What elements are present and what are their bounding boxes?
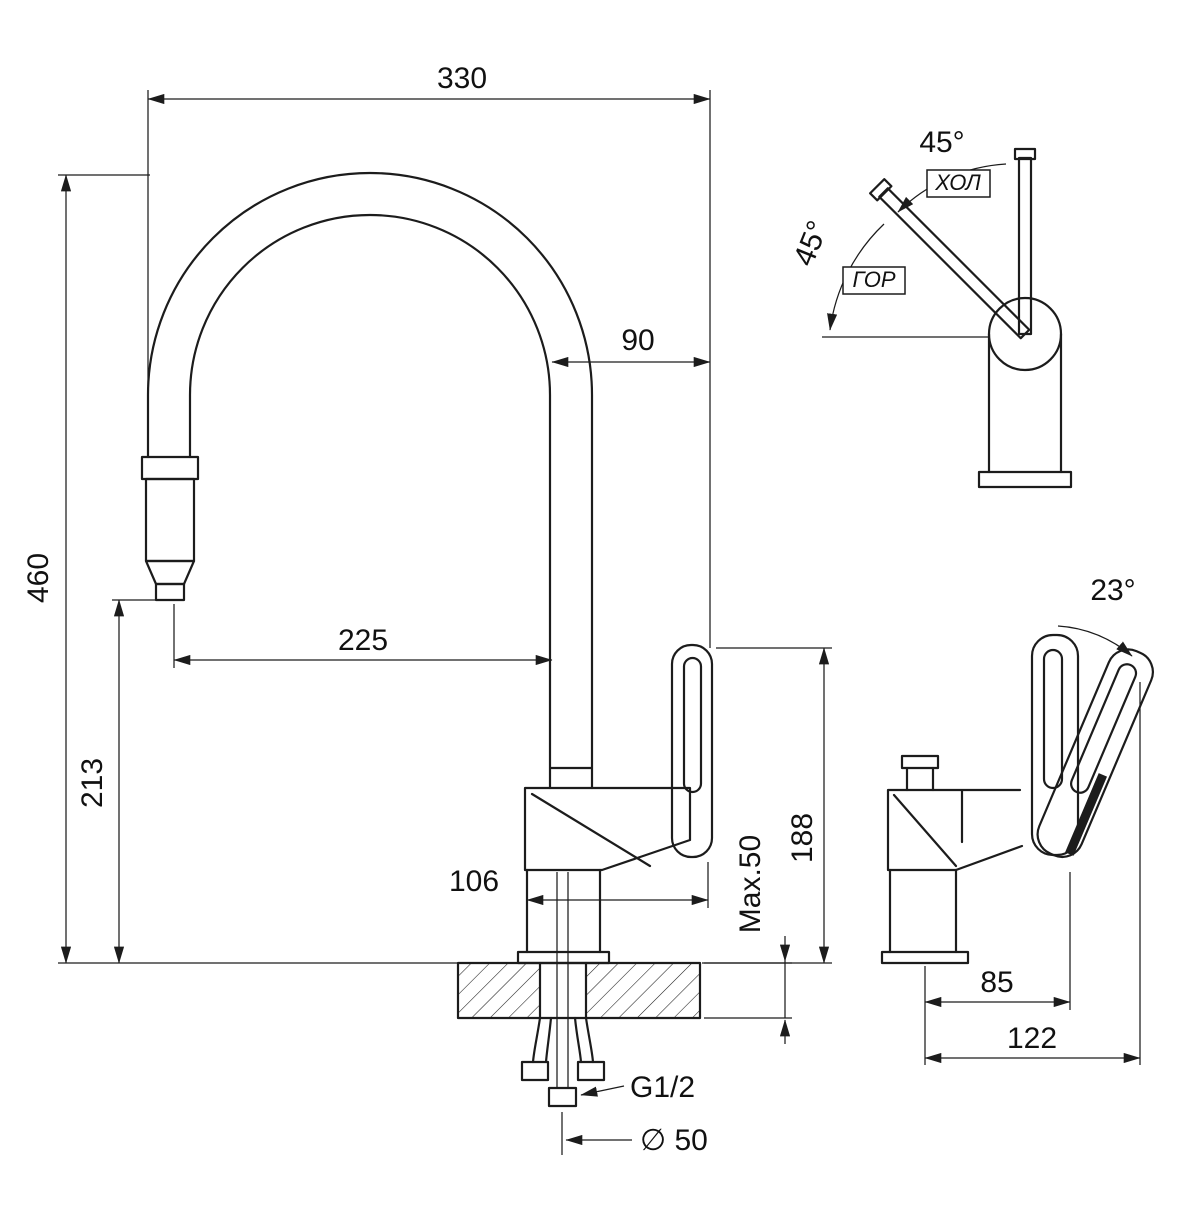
sv-handle-tilted-slot <box>1070 663 1138 794</box>
base-column <box>525 868 602 954</box>
hose-lines <box>531 1016 595 1064</box>
lever-vertical-shaft <box>1017 156 1033 336</box>
dim-122-label: 122 <box>1007 1022 1057 1055</box>
handle-slot <box>682 656 703 794</box>
angle-45-top-label: 45° <box>919 126 964 159</box>
dim-460: 460 <box>22 174 458 964</box>
cold-label: ХОЛ <box>934 170 981 195</box>
dim-188-label: 188 <box>786 813 819 863</box>
hot-label: ГОР <box>852 267 895 292</box>
handle-outline <box>670 643 714 859</box>
counter-hatch-right <box>586 963 700 1018</box>
sv-base-flange <box>880 950 970 965</box>
dim-122: 122 <box>924 682 1141 1065</box>
label-cold: ХОЛ <box>926 169 991 198</box>
valve-body <box>523 786 692 872</box>
leader-g12-line <box>580 1085 625 1097</box>
dim-106-label: 106 <box>449 865 499 898</box>
leader-g12: G1/2 <box>580 1071 695 1104</box>
dim-85-label: 85 <box>980 966 1013 999</box>
supply-tubes <box>556 872 569 1088</box>
dim-460-label: 460 <box>22 553 55 603</box>
lever-45-cap <box>869 178 893 202</box>
sprayer-head <box>140 455 200 602</box>
sv-handle-upright <box>1030 633 1080 857</box>
angle-23-label: 23° <box>1090 574 1135 607</box>
hoses <box>520 1016 606 1108</box>
dim-90-label: 90 <box>621 324 654 357</box>
sv-base-column <box>888 868 958 954</box>
dia50-label: ∅ 50 <box>640 1124 708 1157</box>
sv-valve-body <box>886 788 1024 872</box>
countertop <box>456 961 702 1020</box>
label-hot: ГОР <box>842 266 906 295</box>
sv-handle-tilted-edge <box>1065 773 1108 856</box>
sv-handle-tilted <box>1036 648 1154 858</box>
dim-90: 90 <box>551 324 711 368</box>
arc-23 <box>1057 625 1133 657</box>
lever-vertical-cap <box>1013 147 1037 161</box>
lever-vertical <box>1013 147 1037 336</box>
dim-213-label: 213 <box>76 758 109 808</box>
rv-body <box>987 332 1063 474</box>
main-view: 330 460 213 225 90 106 <box>22 62 832 1157</box>
base-flange <box>516 950 611 965</box>
sv-body <box>880 754 1024 965</box>
cold-box <box>926 169 991 198</box>
dim-dia50: ∅ 50 <box>561 1112 708 1157</box>
dim-max50-extensions <box>704 962 792 1019</box>
mounting-shank <box>538 961 588 1020</box>
dim-188: 188 <box>702 647 832 964</box>
sv-handle-upright-slot <box>1042 648 1064 790</box>
sv-handle-upright-outline <box>1030 633 1080 857</box>
hose-fitting-right <box>576 1060 606 1082</box>
rotation-view: 45° 45° ХОЛ ГОР <box>787 126 1073 489</box>
stud-nut <box>547 1086 578 1108</box>
dim-max50: Max.50 <box>704 835 792 1044</box>
rv-base-flange <box>977 470 1073 489</box>
sprayer-collar <box>140 455 200 481</box>
handle <box>670 643 714 859</box>
dim-213: 213 <box>76 599 160 964</box>
counter-outline <box>456 961 702 1020</box>
thread-label: G1/2 <box>630 1071 695 1104</box>
hose-fitting-left <box>520 1060 550 1082</box>
dim-225-label: 225 <box>338 624 388 657</box>
side-view: 23° 85 122 <box>880 574 1154 1065</box>
sprayer-taper <box>144 559 196 586</box>
sprayer-nozzle <box>154 582 186 602</box>
sv-handle-tilted-outline <box>1036 648 1154 858</box>
sv-spout-neck <box>905 766 935 792</box>
lever-45-shaft <box>878 187 1031 340</box>
spout-outline <box>146 171 594 790</box>
dim-460-extensions <box>58 174 458 964</box>
dim-85-extensions <box>924 872 1071 1065</box>
dim-188-extensions <box>702 647 832 964</box>
sv-spout-cap <box>900 754 940 770</box>
dim-85: 85 <box>924 872 1071 1065</box>
hot-box <box>842 266 906 295</box>
dim-225: 225 <box>173 604 553 668</box>
lever-45 <box>869 178 1031 340</box>
dim-330: 330 <box>147 62 711 648</box>
dim-max50-label: Max.50 <box>734 835 767 933</box>
counter-hatch-left <box>458 963 540 1018</box>
dim-106: 106 <box>449 862 709 908</box>
dim-330-extensions <box>147 90 711 648</box>
sprayer-body <box>144 477 196 563</box>
angle-45-side-label: 45° <box>787 216 835 270</box>
dim-330-label: 330 <box>437 62 487 95</box>
